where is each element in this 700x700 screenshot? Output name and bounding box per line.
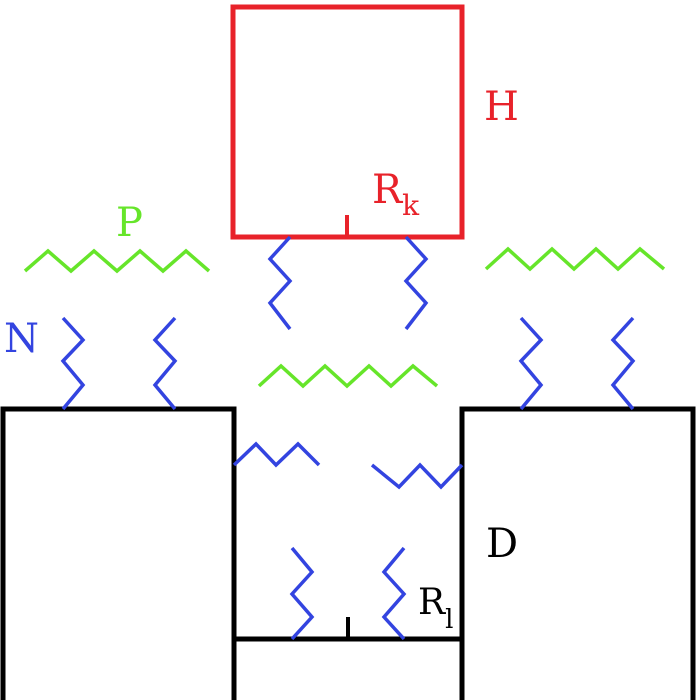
polymer-chain-left xyxy=(23,248,211,274)
label-p: P xyxy=(116,200,143,246)
label-n: N xyxy=(4,316,39,362)
grafted-chain-wall-left xyxy=(232,441,321,468)
grafted-chain-left-2 xyxy=(152,316,178,411)
grafted-chain-right-1 xyxy=(518,316,544,411)
polymer-chain-right xyxy=(484,246,666,272)
probe-block-h xyxy=(230,4,465,240)
label-d: D xyxy=(486,521,518,567)
label-rl-sub: l xyxy=(445,605,453,635)
grafted-chain-floor-1 xyxy=(289,546,315,641)
grafted-chain-floor-2 xyxy=(381,546,407,641)
polymer-chain-center xyxy=(257,363,439,389)
label-rk: Rk xyxy=(372,167,420,222)
grafted-chain-right-2 xyxy=(610,316,636,411)
label-rl-main: R xyxy=(418,582,446,623)
grafted-chain-probe-1 xyxy=(267,235,293,331)
grafted-chain-left-1 xyxy=(60,316,86,411)
grafted-chain-wall-right xyxy=(370,462,464,490)
substrate-block-right xyxy=(459,406,696,700)
label-h: H xyxy=(484,84,519,130)
label-rk-main: R xyxy=(372,167,404,213)
grafted-chain-probe-2 xyxy=(403,235,429,331)
substrate-block-left xyxy=(0,406,237,700)
label-rl: Rl xyxy=(418,582,453,635)
label-rk-sub: k xyxy=(402,189,420,222)
